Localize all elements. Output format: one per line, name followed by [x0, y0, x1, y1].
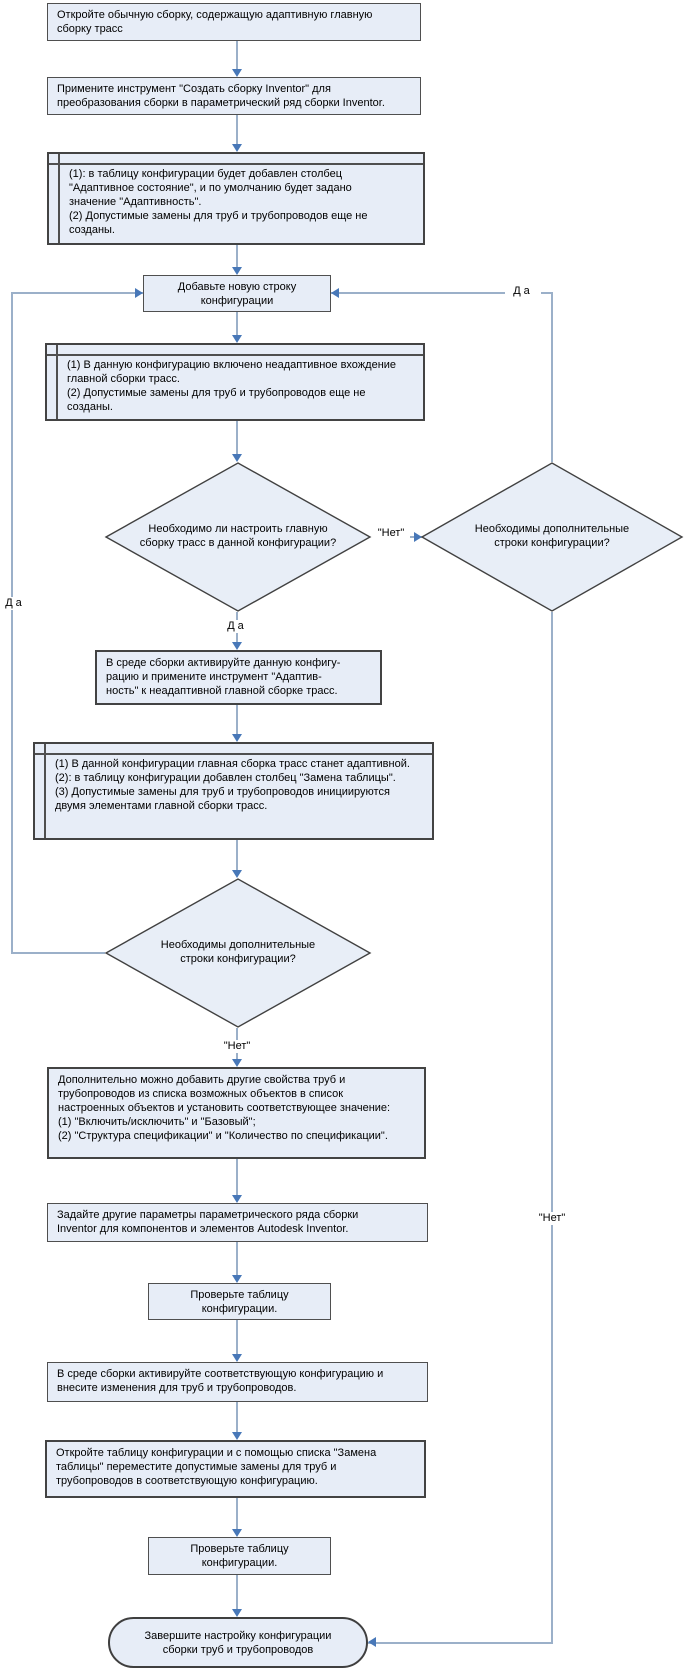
connector-right-loop-horizontal [331, 292, 553, 294]
arrow-head-into-addrow-left [135, 288, 143, 298]
connector-left-loop-vertical [11, 292, 13, 954]
step-open-assembly: Откройте обычную сборку, содержащую адап… [47, 3, 421, 41]
step-activate-config-make-changes: В среде сборки активируйте соответствующ… [47, 1362, 428, 1402]
decision-configure-main-label: Необходимо ли настроить главную сборку т… [139, 523, 337, 549]
step-open-table-move-substitutes: Откройте таблицу конфигурации и с помощь… [45, 1440, 426, 1498]
arrow-head-into-check2 [232, 1529, 242, 1537]
connector-activate-to-note3 [236, 705, 238, 737]
step-check-configuration-table-1: Проверьте таблицу конфигурации. [148, 1283, 331, 1320]
label-yes-below-decision1: Да [220, 620, 254, 633]
connector-opentable-to-check2 [236, 1498, 238, 1532]
step-add-other-properties: Дополнительно можно добавить другие свой… [47, 1067, 426, 1159]
connector-note2-to-decision1 [236, 421, 238, 457]
note-adaptive-state-column: (1): в таблицу конфигурации будет добавл… [47, 152, 425, 245]
decision-more-rows-shape [104, 878, 372, 1028]
arrow-head-into-addrow [232, 267, 242, 275]
label-yes-right-loop: Да [505, 285, 541, 298]
connector-apply-to-note1 [236, 113, 238, 147]
connector-check1-to-activateconf [236, 1320, 238, 1357]
label-no-right-branch: "Нет" [531, 1212, 573, 1225]
connector-note1-to-addrow [236, 245, 238, 270]
connector-right-no-horizontal [368, 1642, 553, 1644]
note-nonadaptive-occurrence: (1) В данную конфигурацию включено неада… [45, 343, 425, 421]
arrow-head-into-note1 [232, 144, 242, 152]
connector-note3-to-decision2 [236, 840, 238, 873]
decision-more-rows-right-label: Необходимы дополнительные строки конфигу… [474, 523, 630, 549]
arrow-head-into-decision1 [232, 454, 242, 462]
decision-configure-main-shape [104, 462, 372, 612]
step-add-configuration-row: Добавьте новую строку конфигурации [143, 275, 331, 312]
arrow-head-into-note2 [232, 335, 242, 343]
step-check-configuration-table-2: Проверьте таблицу конфигурации. [148, 1537, 331, 1575]
step-set-other-iassembly-params: Задайте другие параметры параметрическог… [47, 1203, 428, 1242]
arrow-head-into-note3 [232, 734, 242, 742]
arrow-head-into-params [232, 1195, 242, 1203]
connector-check2-to-finish [236, 1575, 238, 1612]
connector-params-to-check1 [236, 1242, 238, 1278]
connector-left-loop-bottom [12, 952, 105, 954]
arrow-head-into-activate [232, 642, 242, 650]
arrow-head-into-decision-right [414, 532, 422, 542]
decision-more-rows-label: Необходимы дополнительные строки конфигу… [160, 939, 316, 965]
connector-addrow-to-note2 [236, 312, 238, 338]
arrow-head-into-check1 [232, 1275, 242, 1283]
arrow-head-into-activateconf [232, 1354, 242, 1362]
connector-open-to-apply [236, 36, 238, 72]
label-yes-left-loop: Да [0, 597, 30, 610]
connector-activateconf-to-opentable [236, 1402, 238, 1435]
arrow-head-into-finish [232, 1609, 242, 1617]
arrow-head-into-decision2 [232, 870, 242, 878]
connector-left-loop-top [11, 292, 143, 294]
arrow-head-into-finish-right [368, 1637, 376, 1647]
arrow-head-into-opentable [232, 1432, 242, 1440]
label-no-between-decisions: "Нет" [372, 527, 410, 540]
connector-right-loop-vertical [551, 292, 553, 462]
arrow-head-into-apply [232, 69, 242, 77]
terminator-finish-configuration: Завершите настройку конфигурации сборки … [108, 1617, 368, 1668]
decision-more-rows-right-shape [420, 462, 684, 612]
connector-addprops-to-params [236, 1159, 238, 1199]
note-adaptive-result: (1) В данной конфигурации главная сборка… [33, 742, 434, 840]
connector-right-no-vertical [551, 612, 553, 1644]
step-activate-config-apply-adaptivity: В среде сборки активируйте данную конфиг… [95, 650, 382, 705]
label-no-below-decision2: "Нет" [216, 1040, 258, 1053]
step-apply-create-iassembly-tool: Примените инструмент "Создать сборку Inv… [47, 77, 421, 115]
arrow-head-into-addprops [232, 1059, 242, 1067]
arrow-head-into-addrow-right [331, 288, 339, 298]
